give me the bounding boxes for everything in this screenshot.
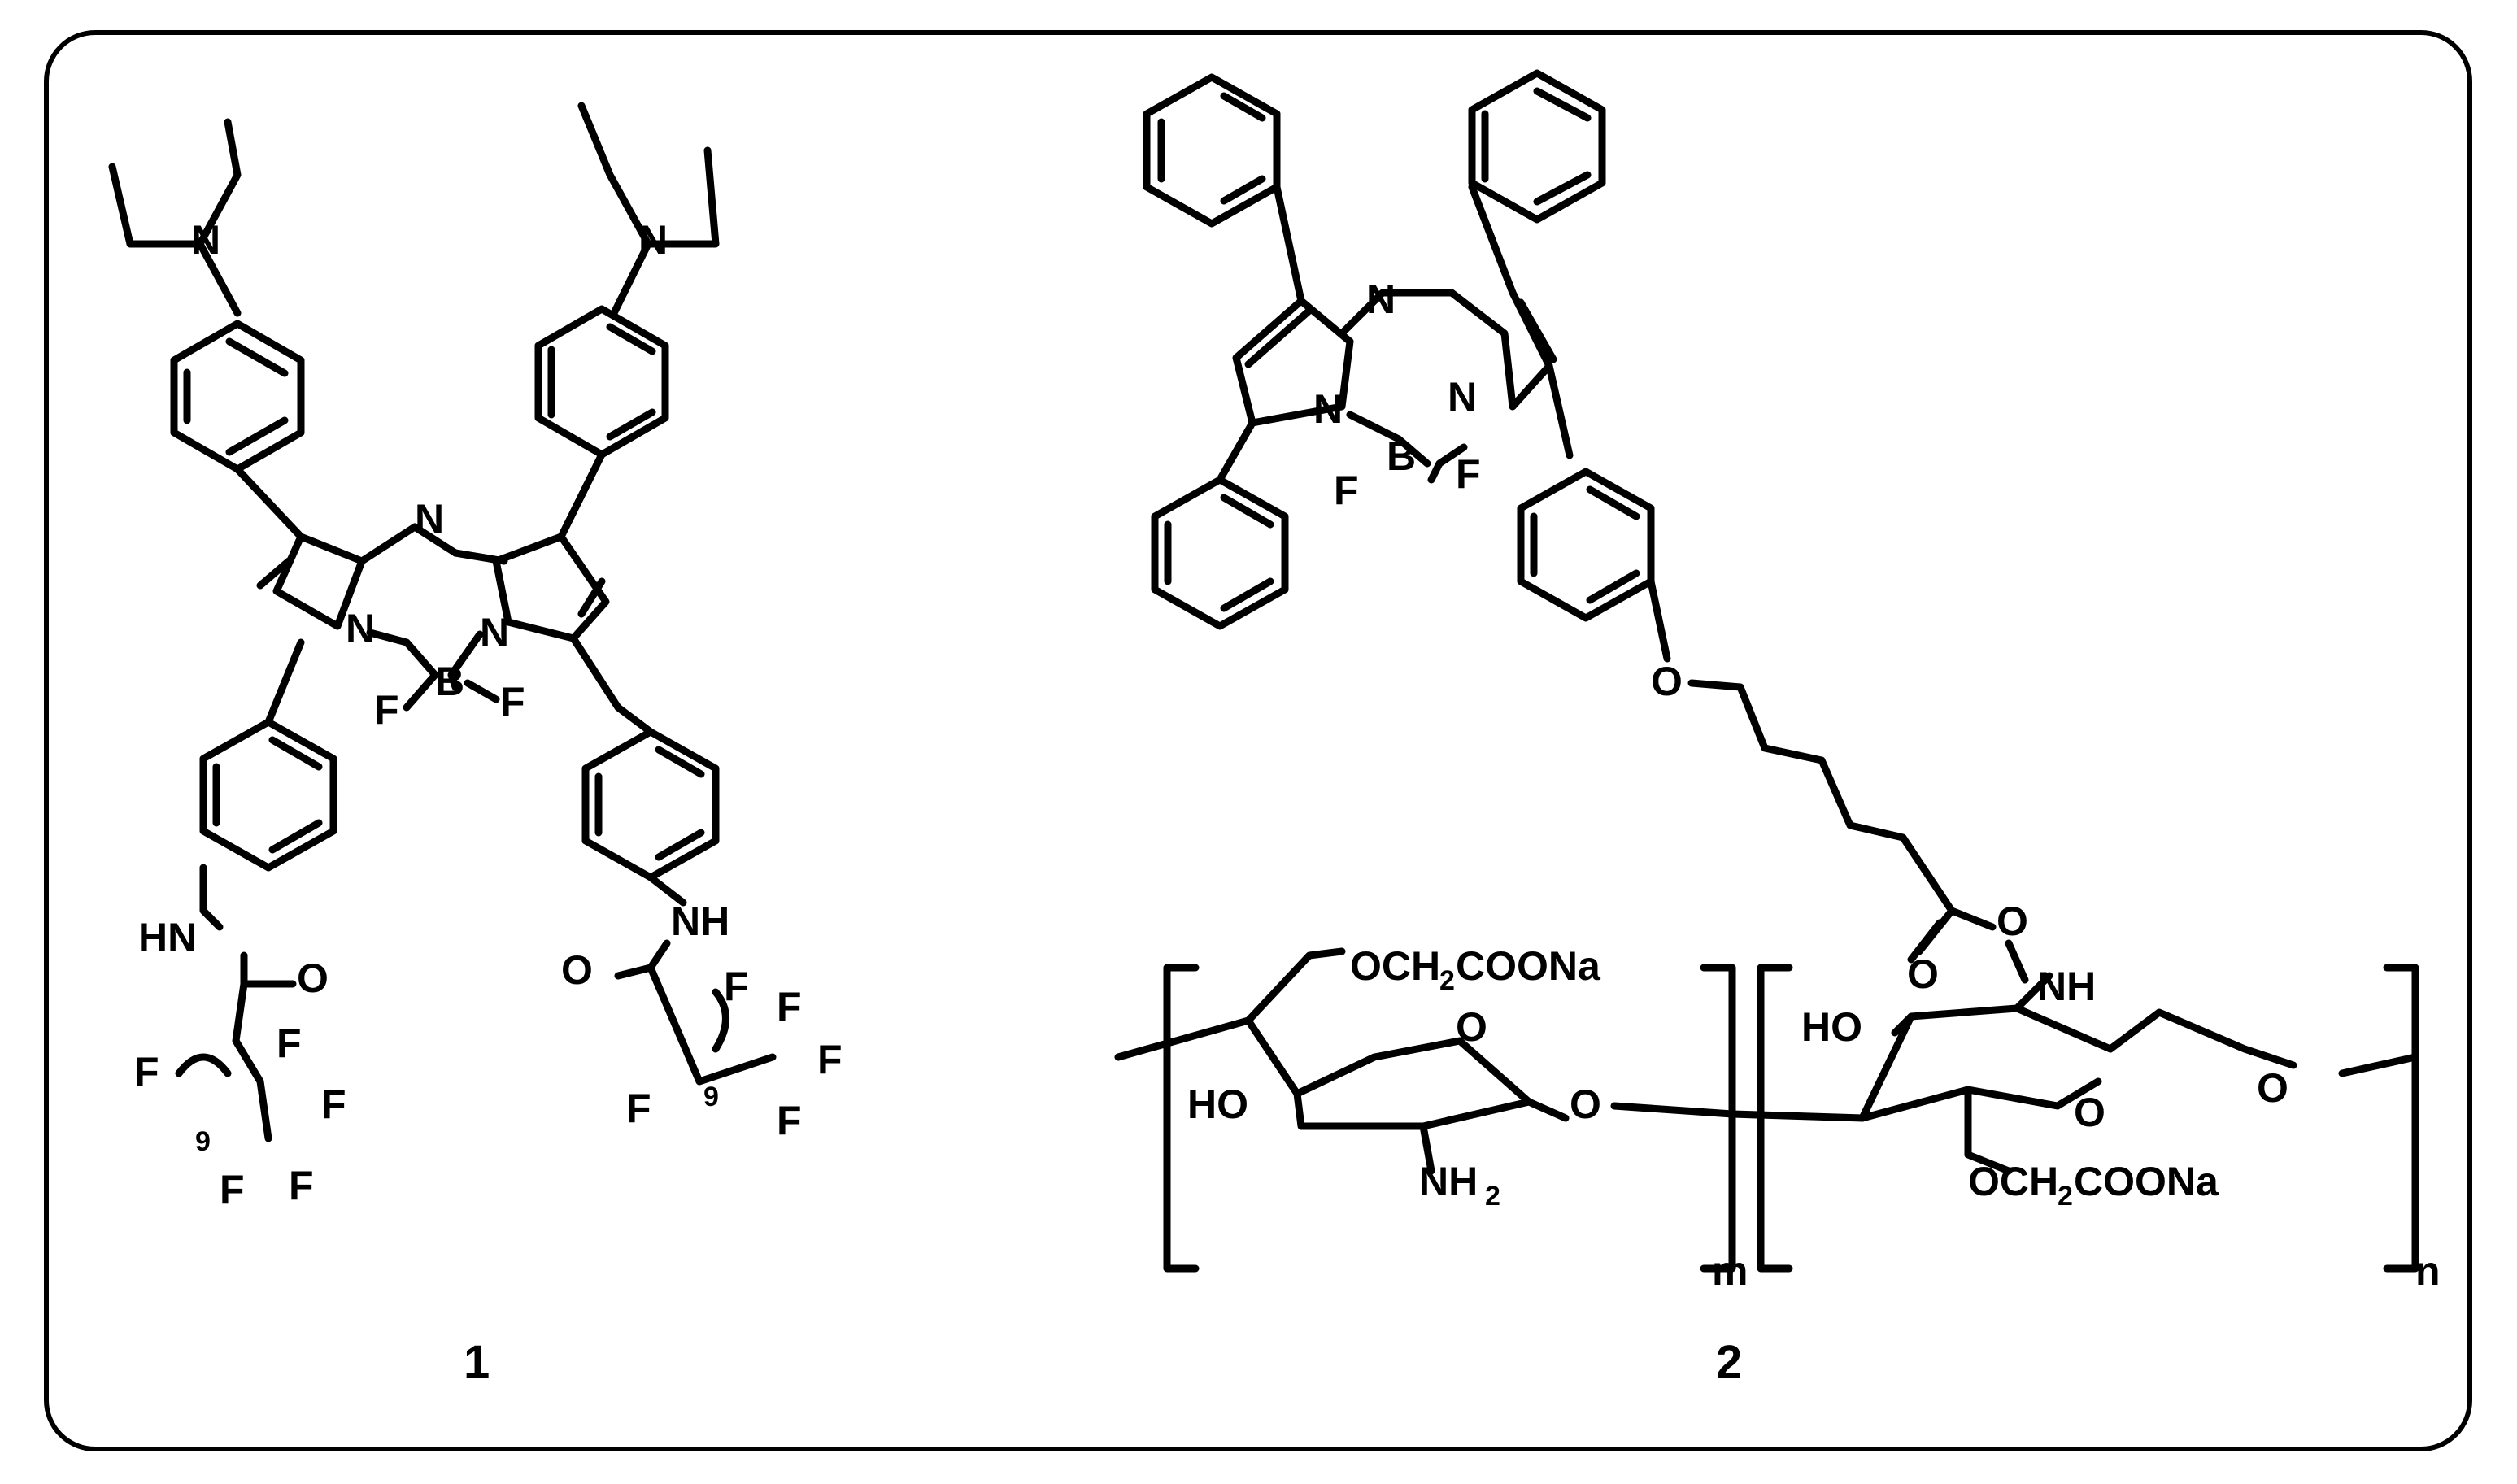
c2-ring1-o: O [1456,1004,1487,1050]
c2-ring1-ocm-a: OCH [1350,943,1440,989]
c1-chain-right-f4: F [626,1086,651,1131]
c1-amine-right: N [638,217,668,263]
c2-subscript-n: n [2415,1248,2441,1294]
c2-ring1-ho: HO [1187,1081,1248,1127]
c2-ring2-ocm-a: OCH [1968,1159,2058,1204]
c1-chain-left-f2: F [277,1021,302,1066]
outer-frame [44,30,2472,1451]
c1-left-n: N [346,606,375,651]
c1-chain-left-f1: F [134,1049,159,1095]
c1-nh-left: HN [138,915,197,960]
c2-ring2-ho: HO [1801,1004,1862,1050]
c1-chain-right-f1: F [724,964,749,1009]
c1-boron: B [435,659,464,704]
c2-end-o: O [2257,1065,2288,1111]
compound-1-number: 1 [464,1336,490,1389]
c1-nh-right: NH [671,899,729,944]
c2-ring2-o: O [2074,1090,2105,1135]
c2-ring1-nh2-sub: 2 [1485,1181,1500,1212]
c1-chain-left-f5: F [289,1163,314,1208]
c2-bridge-n: N [1366,276,1396,322]
c2-ether-o: O [1651,659,1683,704]
c2-boron: B [1387,433,1416,479]
c1-chain-right-f5: F [777,1098,802,1143]
c2-right-n: N [1448,374,1477,420]
c2-ester-o-carbonyl: O [1907,951,1939,997]
c2-f-left: F [1334,468,1359,513]
c1-o-left: O [297,955,329,1001]
c2-ester-o: O [1997,899,2028,944]
c1-repeat-left: 9 [195,1126,211,1157]
compound-2-number: 2 [1716,1336,1742,1389]
c2-nh: NH [2037,964,2096,1009]
c1-chain-left-f4: F [220,1167,245,1212]
c1-chain-right-f2: F [777,984,802,1029]
c2-f-right: F [1456,451,1481,497]
c2-ring2-ocm-b: COONa [2074,1159,2219,1204]
c1-bridge-n: N [415,496,444,542]
c2-ring1-ocm-sub: 2 [1439,965,1455,996]
c1-repeat-right: 9 [703,1081,719,1112]
c1-f-left: F [374,687,399,733]
compound-2-labels: N N N B F F O O O NH O HO NH 2 OCH 2 COO… [1187,276,2441,1294]
c2-left-n: N [1313,386,1343,432]
c2-ring1-ocm-b: COONa [1456,943,1601,989]
c2-subscript-m: m [1712,1248,1748,1294]
c1-chain-right-f3: F [817,1037,843,1082]
c1-chain-left-f3: F [321,1081,346,1127]
compound-1-labels: N N N B F F N N HN NH O O F F F F F F F … [134,217,843,1212]
c1-o-right: O [561,947,593,993]
c2-glyco-o: O [1570,1081,1601,1127]
c1-amine-left: N [191,217,220,263]
compound-2-structure [1114,69,2419,1273]
c1-f-right: F [500,679,525,725]
c1-right-n: N [480,610,509,655]
c2-ring1-nh2: NH [1419,1159,1478,1204]
c2-ring2-ocm-sub: 2 [2058,1181,2073,1212]
compound-1-structure [108,102,777,1142]
